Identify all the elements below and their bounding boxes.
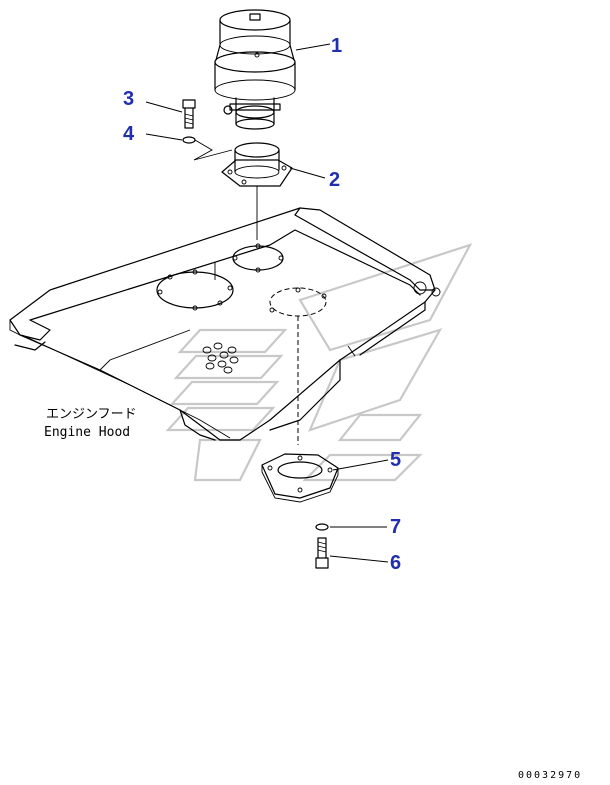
engine-hood-label-en: Engine Hood (44, 425, 130, 440)
engine-hood (9, 207, 441, 445)
callout-2: 2 (329, 169, 340, 191)
hole-pattern (202, 342, 239, 374)
part-1-cylinder (214, 9, 296, 130)
callout-6: 6 (390, 552, 401, 574)
callout-4: 4 (123, 123, 135, 145)
callout-5: 5 (390, 449, 401, 471)
leader-lines (145, 43, 389, 563)
watermark-logo (165, 243, 473, 482)
part-7-washer (315, 523, 329, 531)
callout-1: 1 (331, 35, 342, 57)
callout-7: 7 (390, 516, 401, 538)
drawing-number: 00032970 (518, 770, 582, 781)
engine-hood-label-jp: エンジンフード (46, 407, 137, 422)
part-4-washer (182, 136, 233, 161)
part-2-adapter (221, 142, 293, 240)
part-6-bolt (315, 537, 329, 569)
callout-3: 3 (123, 88, 134, 110)
part-5-flange (261, 453, 339, 503)
part-3-bolt (182, 99, 196, 129)
